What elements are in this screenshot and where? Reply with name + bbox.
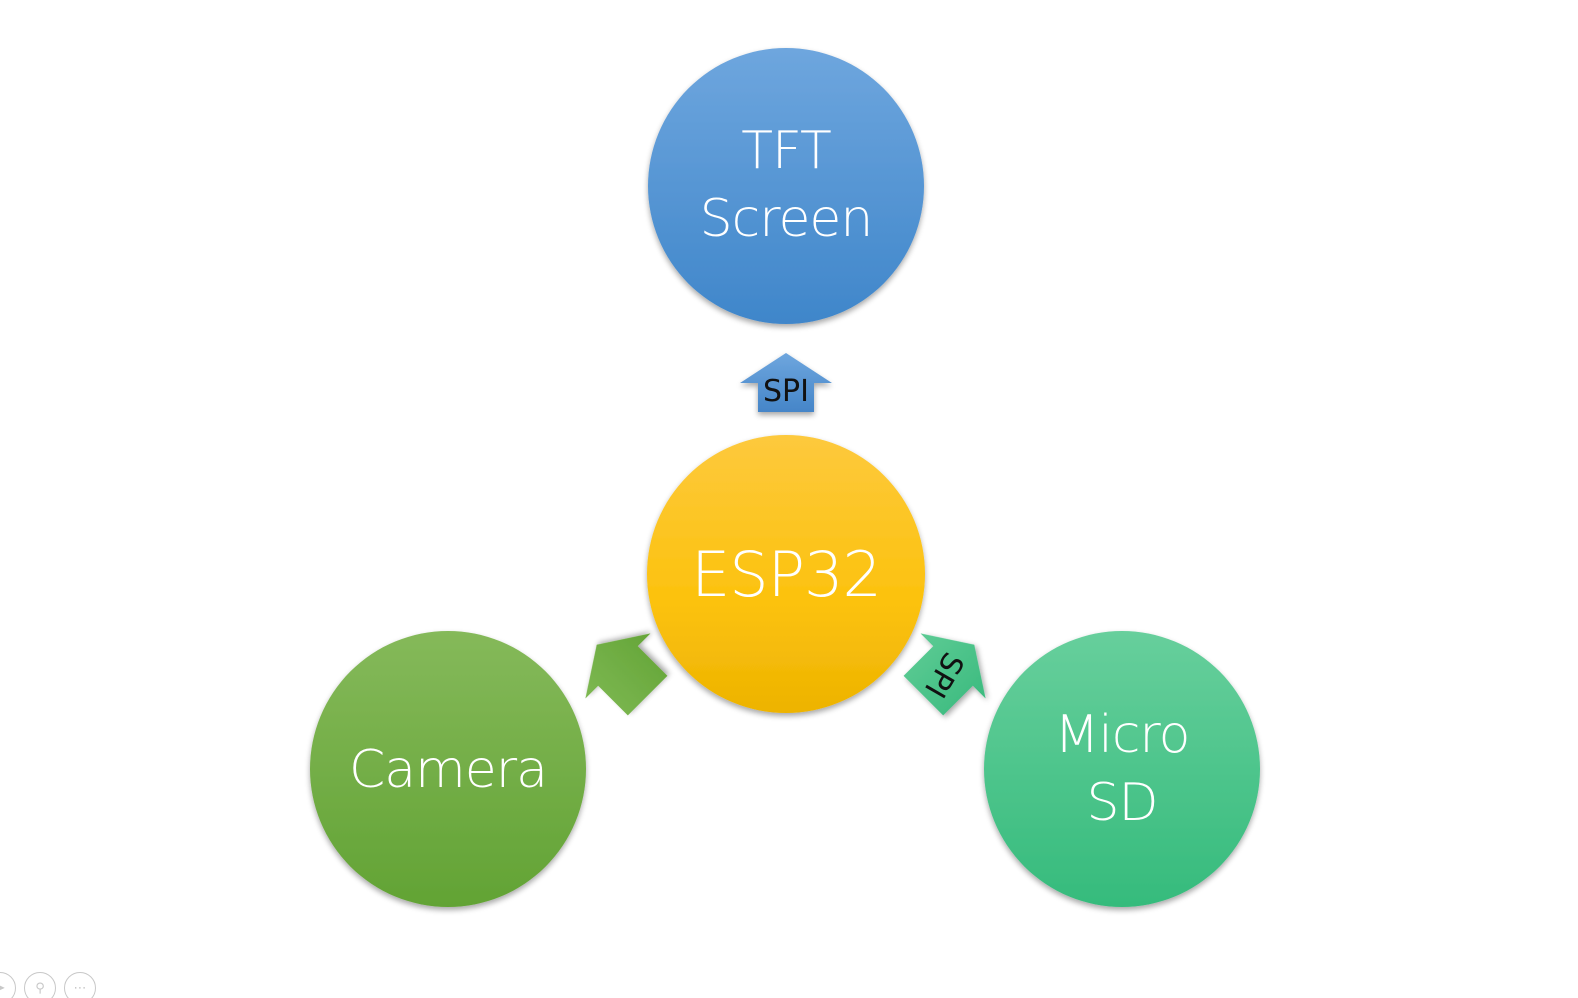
arrow-up-shape [740,353,832,412]
node-esp32: ESP32 [647,435,925,713]
node-tft-label-line1: TFT [741,121,831,181]
arrow-esp32-to-camera [585,633,668,716]
node-microsd-label-line1: Micro [1055,705,1190,765]
arrow-esp32-to-microsd [903,633,986,716]
node-micro-sd: Micro SD [984,631,1260,907]
node-tft-label-line2: Screen [700,189,873,249]
node-camera: Camera [310,631,586,907]
node-camera-circle [310,631,586,907]
menu-icon[interactable]: ⋯ [64,972,96,998]
node-esp32-label: ESP32 [691,538,881,611]
presentation-controls: ➤ ⚲ ⋯ [0,972,96,998]
node-camera-label: Camera [349,740,547,800]
arrow-right-down-shape [903,633,986,716]
edge-label-spi-tft: SPI [763,374,809,409]
node-microsd-circle [984,631,1260,907]
arrow-esp32-to-tft [740,353,832,412]
node-microsd-label-line2: SD [1086,773,1157,833]
node-tft-screen: TFT Screen [648,48,924,324]
pointer-icon[interactable]: ➤ [0,972,16,998]
node-esp32-circle [647,435,925,713]
search-icon[interactable]: ⚲ [24,972,56,998]
arrow-left-down-shape [585,633,668,716]
node-tft-circle [648,48,924,324]
